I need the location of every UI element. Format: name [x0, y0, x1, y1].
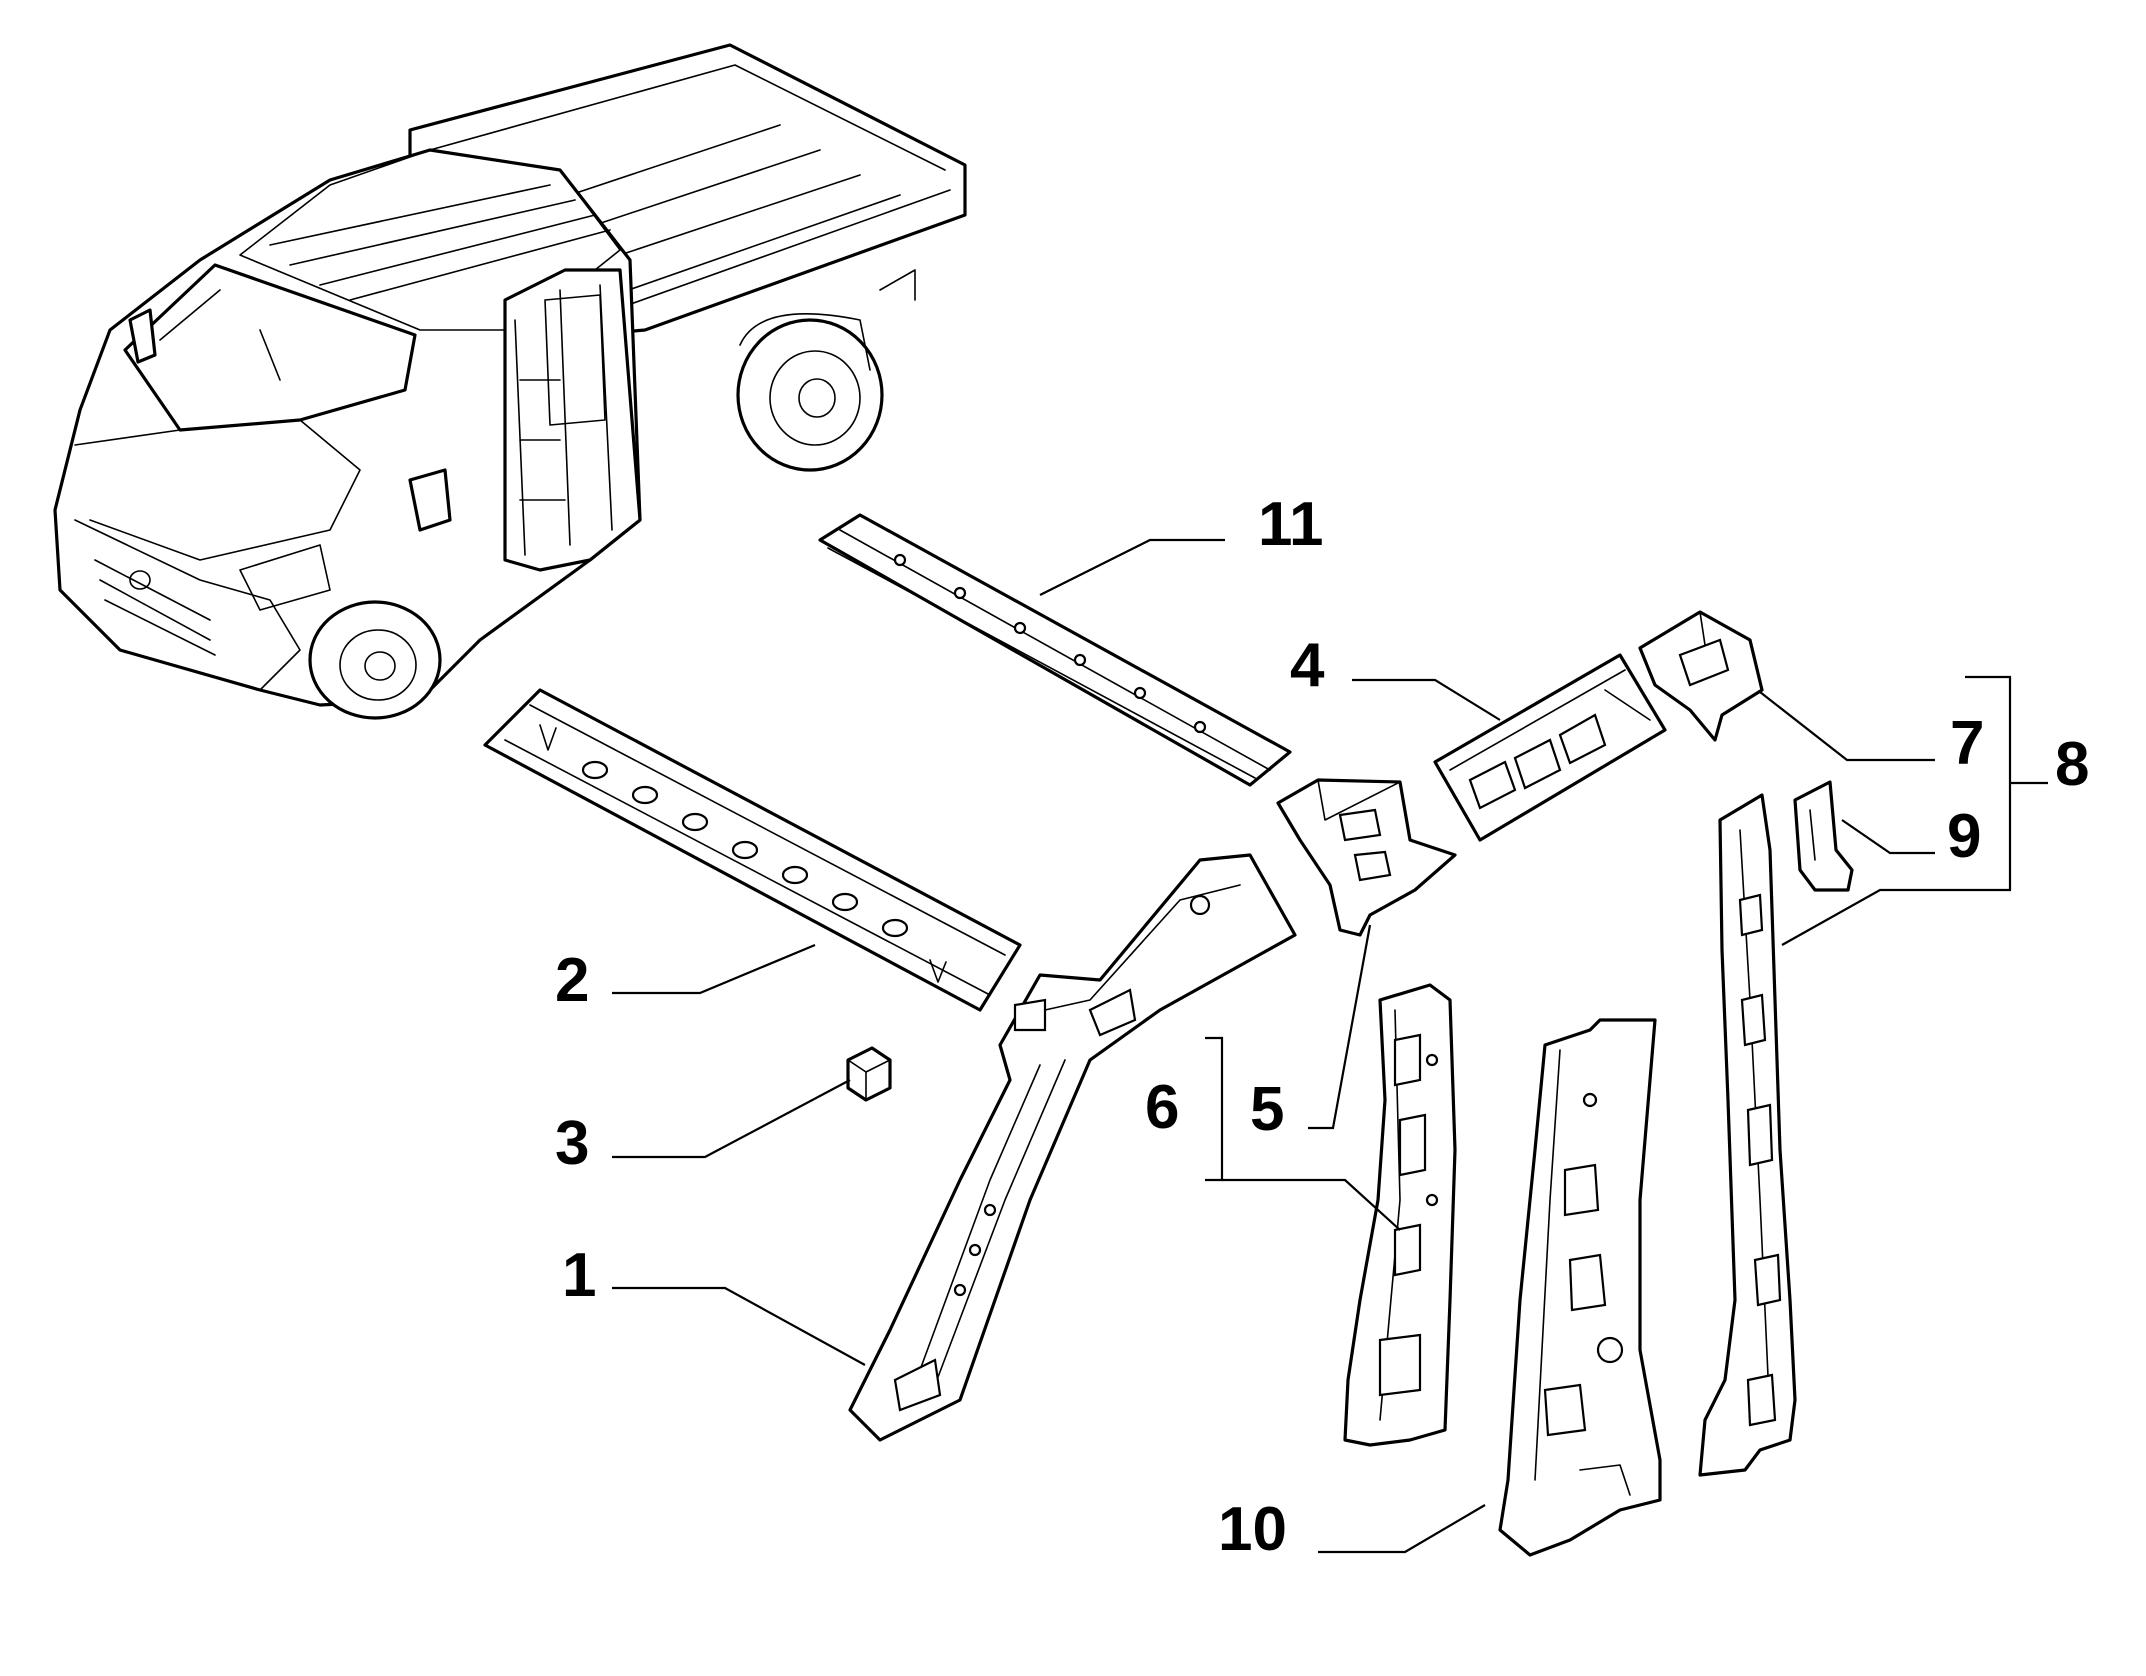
part-9-reinforcement-plate	[1793, 780, 1854, 892]
leader-lines	[612, 538, 2048, 1554]
callout-labels: 11 4 7 8 9 2 3 1 6 5 10	[555, 490, 2089, 1564]
part-8-c-pillar	[1698, 793, 1797, 1477]
callout-5: 5	[1250, 1075, 1284, 1144]
callout-7: 7	[1950, 709, 1984, 778]
vehicle-illustration	[53, 43, 967, 720]
callout-4: 4	[1290, 631, 1325, 700]
part-10-b-pillar-outer	[1498, 1018, 1662, 1557]
callout-10: 10	[1218, 1495, 1287, 1564]
callout-2: 2	[555, 946, 589, 1015]
part-1-a-pillar	[848, 853, 1297, 1442]
part-5-corner-bracket	[1276, 778, 1457, 937]
callout-11: 11	[1258, 490, 1324, 559]
callout-3: 3	[555, 1109, 589, 1178]
callout-8: 8	[2055, 730, 2089, 799]
part-7-bracket	[1638, 610, 1764, 742]
part-2-windshield-header	[483, 688, 1022, 1012]
callout-6: 6	[1145, 1073, 1179, 1142]
part-6-b-pillar-inner	[1343, 983, 1457, 1447]
part-3-clip	[846, 1046, 892, 1102]
callout-9: 9	[1947, 802, 1981, 871]
callout-1: 1	[562, 1241, 596, 1310]
part-11-roof-crossmember	[818, 513, 1292, 787]
part-4-inner-panel	[1433, 653, 1667, 842]
